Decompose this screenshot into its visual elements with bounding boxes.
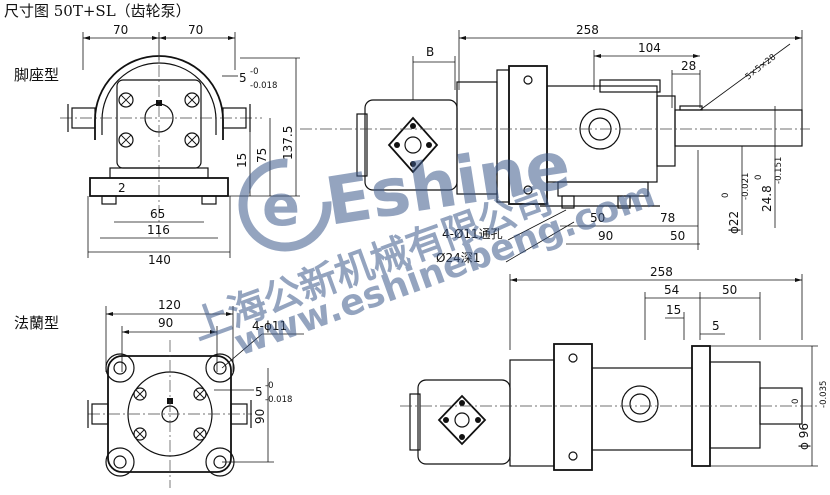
foot-side-view: 258 104 B 28 5×5×28 [300,23,810,265]
foot-front-view: 70 70 65 116 14 [60,23,300,267]
dim-key-tol-upper: -0 [250,67,258,77]
dim-base-50: 50 [590,211,605,225]
pump-port-icon [387,116,439,174]
dim-flange-dia: ϕ 96 [797,423,811,450]
section-label-flange: 法蘭型 [14,314,59,332]
dim-flange-height: 90 [253,409,267,424]
flange-key-base: 5 [255,385,263,399]
dim-base-outer: 140 [148,253,171,267]
dim-flange-width-inner: 90 [158,316,173,330]
dim-height-total: 137.5 [281,126,295,160]
dim-hole-span: 65 [150,207,165,221]
dim-dia2-tol-upper: 0 [754,175,764,180]
dim-base-78: 78 [660,211,675,225]
dim-len-50: 50 [722,283,737,297]
dim-flange-dia-tol-upper: 0 [791,399,801,404]
flange-bolt-icons [133,387,207,441]
dim-base-90: 90 [598,229,613,243]
dim-base-thick: 15 [235,153,249,168]
svg-text:e: e [262,174,300,239]
dim-b: B [426,45,434,59]
dim-dia2: 24.8 [760,185,774,212]
dim-dia2-tol-lower: -0.151 [774,157,784,184]
dim-gap: 2 [118,181,126,195]
section-label-foot: 脚座型 [14,66,59,84]
dim-flange-width-outer: 120 [158,298,181,312]
dim-flange-length-total: 258 [650,265,673,279]
watermark-logo-icon: e [238,158,332,252]
dim-length-total: 258 [576,23,599,37]
flange-pump-port-icon [437,394,487,446]
drawing-title: 尺寸图 50T+SL（齿轮泵） [4,2,191,20]
bolt-icons [118,92,200,148]
dim-len-5: 5 [712,319,720,333]
flange-key-tol-upper: -0 [265,381,273,391]
flange-front-view: 120 90 [87,298,304,488]
dim-flange-dia-tol-lower: -0.035 [819,381,829,408]
flange-side-view: 258 54 50 15 5 [400,265,829,471]
flange-holes-note: 4-ϕ11 [252,319,287,333]
dim-width-left: 70 [113,23,128,37]
dim-key-base: 5 [239,71,247,85]
dim-key-len: 28 [681,59,696,73]
dim-width-right: 70 [188,23,203,37]
holes-note: 4-Ø11通孔 [442,227,503,241]
dim-len-15: 15 [666,303,681,317]
flange-key-tol-lower: -0.018 [265,395,292,405]
dim-len-54: 54 [664,283,679,297]
dim-height-shaft: 75 [255,148,269,163]
dim-base-inner: 116 [147,223,170,237]
dim-base-50b: 50 [670,229,685,243]
dim-dia1: ϕ22 [727,211,741,234]
dim-dia1-tol-upper: 0 [721,193,731,198]
key-spec: 5×5×28 [744,52,778,82]
counterbore-note: Ø24深1 [436,251,480,265]
dim-length-shaft: 104 [638,41,661,55]
dim-dia1-tol-lower: -0.021 [741,173,751,200]
dim-key-tol-lower: -0.018 [250,81,277,91]
